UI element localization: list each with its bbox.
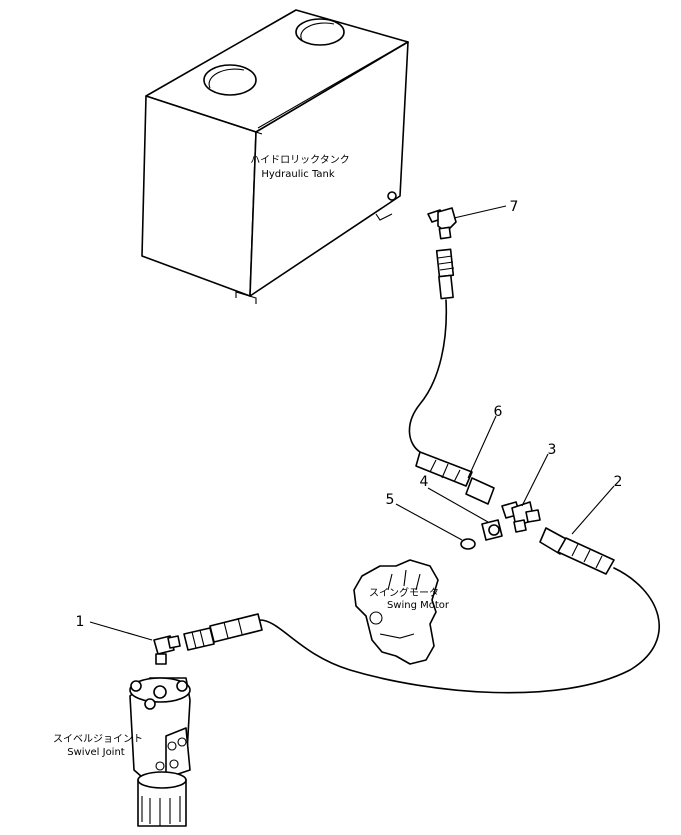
leader-line-5 [395, 503, 463, 541]
callout-2: 2 [614, 474, 623, 490]
swivel-joint-label-en: Swivel Joint [67, 747, 125, 758]
return-hose-line [259, 567, 660, 694]
leader-line-6 [467, 415, 497, 479]
swing-motor-label-en: Swing Motor [387, 600, 450, 611]
leader-lines [89, 205, 615, 641]
leader-line-2 [571, 485, 615, 535]
elbow-fitting-1 [153, 635, 181, 665]
swivel-joint-label-jp: スイベルジョイント [53, 733, 143, 745]
callout-3: 3 [548, 442, 557, 458]
tank-label-en: Hydraulic Tank [261, 169, 335, 180]
o-ring-5 [460, 538, 476, 550]
swivel-joint [129, 677, 191, 827]
hose-6-upper-end [435, 248, 455, 300]
leader-line-4 [427, 487, 489, 523]
swing-motor-label-jp: スイングモータ [369, 586, 439, 599]
callout-4: 4 [420, 474, 429, 490]
fitting-4 [481, 519, 503, 541]
elbow-fitting-7 [427, 207, 457, 240]
leader-line-1 [89, 621, 153, 641]
hose-6-lower [415, 451, 495, 505]
swivel-hose-end [183, 613, 263, 651]
leader-line-7 [453, 205, 507, 219]
leader-line-3 [521, 453, 549, 507]
hose-6-line [408, 299, 448, 453]
callout-5: 5 [386, 492, 395, 508]
swing-motor [353, 559, 439, 665]
callout-7: 7 [510, 199, 519, 215]
callout-1: 1 [76, 614, 85, 630]
tee-fitting-3 [501, 501, 541, 533]
callout-6: 6 [494, 404, 503, 420]
hydraulic-tank [141, 9, 409, 304]
hose-2 [539, 527, 615, 575]
tank-label-jp: ハイドロリックタンク [250, 154, 349, 166]
